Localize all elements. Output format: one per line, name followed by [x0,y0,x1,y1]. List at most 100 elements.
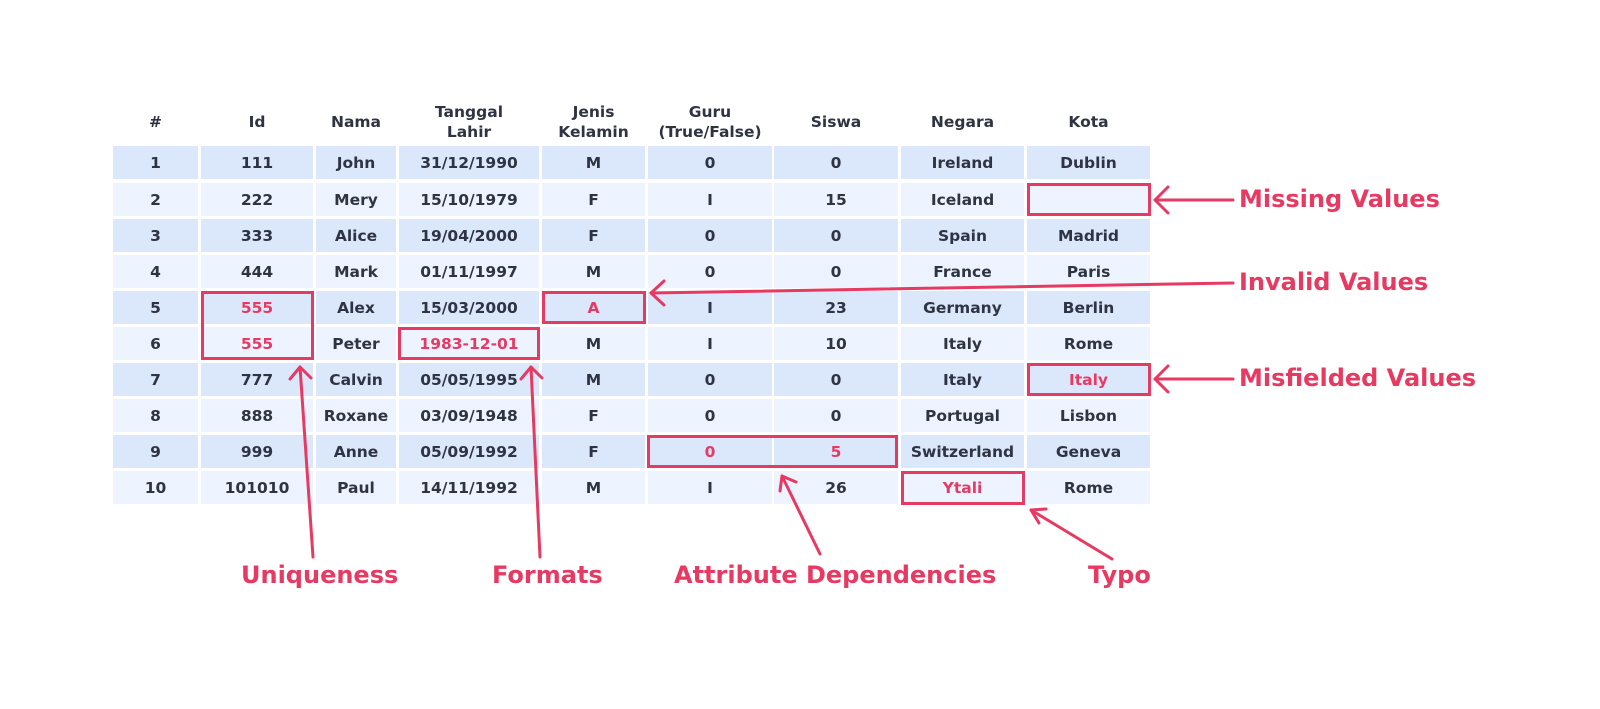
cell-num: 10 [113,471,198,504]
cell-nama: Paul [316,471,396,504]
cell-id: 101010 [201,471,313,504]
cell-kota [1027,183,1150,216]
cell-negara: France [901,255,1024,288]
cell-jenis-kelamin: F [542,219,645,252]
cell-siswa: 10 [774,327,898,360]
cell-tanggal-lahir: 15/10/1979 [399,183,539,216]
highlight-format-date [398,327,540,360]
cell-jenis-kelamin: M [542,363,645,396]
arrow-invalid-values [649,279,1235,307]
cell-num: 6 [113,327,198,360]
cell-id: 555 [201,291,313,324]
cell-guru: 0 [648,363,772,396]
cell-kota: Rome [1027,471,1150,504]
cell-guru: 0 [648,219,772,252]
cell-siswa: 0 [774,255,898,288]
cell-nama: Calvin [316,363,396,396]
cell-kota: Dublin [1027,146,1150,179]
cell-tanggal-lahir: 01/11/1997 [399,255,539,288]
cell-kota: Lisbon [1027,399,1150,432]
cell-id: 444 [201,255,313,288]
cell-guru: 0 [648,399,772,432]
cell-guru: 0 [648,146,772,179]
cell-jenis-kelamin: M [542,146,645,179]
cell-nama: Alex [316,291,396,324]
cell-tanggal-lahir: 14/11/1992 [399,471,539,504]
cell-negara: Spain [901,219,1024,252]
cell-kota: Geneva [1027,435,1150,468]
cell-tanggal-lahir: 31/12/1990 [399,146,539,179]
arrow-uniqueness [288,365,315,559]
column-header-siswa: Siswa [810,113,862,131]
cell-guru: 0 [648,435,772,468]
cell-id: 333 [201,219,313,252]
column-header-kota: Kota [1068,113,1109,131]
cell-guru: I [648,291,772,324]
cell-num: 8 [113,399,198,432]
cell-siswa: 5 [774,435,898,468]
cell-nama: Peter [316,327,396,360]
column-header-tanggal-lahir: Tanggal Lahir [434,103,504,141]
cell-id: 777 [201,363,313,396]
cell-siswa: 0 [774,363,898,396]
column-header-num: # [149,113,162,131]
cell-jenis-kelamin: M [542,327,645,360]
column-header-nama: Nama [330,113,382,131]
cell-negara: Iceland [901,183,1024,216]
cell-siswa: 0 [774,219,898,252]
cell-jenis-kelamin: F [542,399,645,432]
cell-siswa: 26 [774,471,898,504]
cell-siswa: 15 [774,183,898,216]
cell-guru: I [648,327,772,360]
cell-negara: Germany [901,291,1024,324]
cell-negara: Portugal [901,399,1024,432]
cell-id: 888 [201,399,313,432]
cell-jenis-kelamin: M [542,255,645,288]
cell-nama: Mery [316,183,396,216]
cell-id: 555 [201,327,313,360]
cell-nama: Anne [316,435,396,468]
label-uniqueness: Uniqueness [241,561,399,589]
cell-jenis-kelamin: A [542,291,645,324]
cell-guru: I [648,471,772,504]
column-header-id: Id [248,113,266,131]
cell-num: 3 [113,219,198,252]
cell-jenis-kelamin: M [542,471,645,504]
cell-nama: Mark [316,255,396,288]
cell-num: 2 [113,183,198,216]
cell-negara: Italy [901,327,1024,360]
cell-negara: Italy [901,363,1024,396]
column-header-negara: Negara [930,113,995,131]
cell-kota: Madrid [1027,219,1150,252]
cell-nama: Alice [316,219,396,252]
cell-guru: I [648,183,772,216]
cell-id: 999 [201,435,313,468]
cell-siswa: 0 [774,146,898,179]
cell-guru: 0 [648,255,772,288]
cell-num: 4 [113,255,198,288]
cell-tanggal-lahir: 15/03/2000 [399,291,539,324]
cell-siswa: 0 [774,399,898,432]
label-missing-values: Missing Values [1239,185,1440,213]
arrow-typo [1029,507,1114,561]
cell-kota: Berlin [1027,291,1150,324]
cell-tanggal-lahir: 05/09/1992 [399,435,539,468]
cell-negara: Ytali [901,471,1024,504]
cell-nama: John [316,146,396,179]
cell-negara: Ireland [901,146,1024,179]
cell-tanggal-lahir: 1983-12-01 [399,327,539,360]
label-attribute-dependencies: Attribute Dependencies [674,561,997,589]
cell-kota: Italy [1027,363,1150,396]
column-header-jenis-kelamin: Jenis Kelamin [558,103,629,141]
cell-num: 5 [113,291,198,324]
cell-num: 1 [113,146,198,179]
cell-negara: Switzerland [901,435,1024,468]
cell-kota: Paris [1027,255,1150,288]
highlight-attribute-dependency [647,435,898,468]
highlight-misfielded-kota [1027,363,1151,396]
arrow-formats [519,365,544,559]
cell-tanggal-lahir: 03/09/1948 [399,399,539,432]
arrow-missing-values [1153,185,1235,215]
